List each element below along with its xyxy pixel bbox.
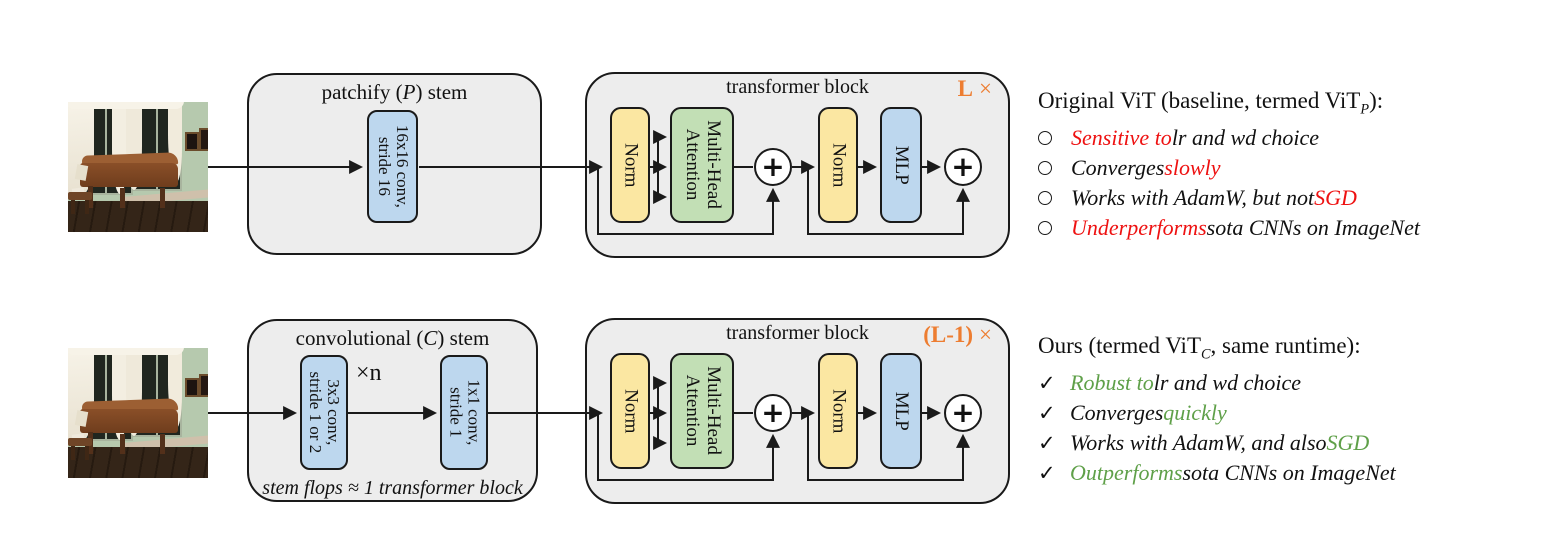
list-item: Underperforms sota CNNs on ImageNet — [1038, 213, 1420, 243]
list-item: Converges slowly — [1038, 153, 1420, 183]
multi-head-attention-box: Multi-Head Attention — [670, 353, 734, 469]
conv-label-line: stride 1 — [446, 387, 466, 438]
residual-add-circle: + — [944, 394, 982, 432]
conv-label-line: 16x16 conv, — [392, 125, 412, 208]
conv-3x3-box: 3x3 conv, stride 1 or 2 — [300, 355, 348, 470]
row2-notes-header: Ours (termed ViTC, same runtime): — [1038, 333, 1361, 363]
photo-piano-leg — [120, 434, 125, 454]
norm-box: Norm — [818, 107, 858, 223]
mha-label-line: Attention — [682, 375, 703, 447]
conv-repeat-label: ×n — [356, 360, 382, 386]
check-mark-icon: ✓ — [1038, 460, 1056, 485]
list-item: Sensitive to lr and wd choice — [1038, 123, 1420, 153]
circle-bullet-icon — [1038, 131, 1052, 145]
photo-stool-leg — [71, 446, 75, 460]
photo-picture-frame — [199, 128, 208, 151]
circle-bullet-icon — [1038, 161, 1052, 175]
row1-notes-list: Sensitive to lr and wd choice Converges … — [1038, 123, 1420, 243]
list-item: ✓ Works with AdamW, and also SGD — [1038, 430, 1370, 455]
conv-label-line: 3x3 conv, — [324, 379, 344, 446]
convolutional-stem-title: convolutional (C) stem — [295, 326, 490, 350]
photo-stool-leg — [71, 200, 75, 214]
conv-label-line: stride 1 or 2 — [306, 371, 325, 454]
norm-box: Norm — [818, 353, 858, 469]
row1-notes-header: Original ViT (baseline, termed ViTP): — [1038, 88, 1384, 118]
transformer-block-title: transformer block — [726, 322, 869, 344]
residual-skip-line — [807, 413, 970, 481]
photo-stool-leg — [85, 446, 89, 460]
list-item: ✓ Robust to lr and wd choice — [1038, 370, 1301, 395]
residual-add-circle: + — [754, 148, 792, 186]
input-image-room-piano — [68, 102, 208, 232]
circle-bullet-icon — [1038, 191, 1052, 205]
row2-notes-list: ✓ Robust to lr and wd choice ✓ Converges… — [1038, 368, 1396, 488]
norm-box: Norm — [610, 107, 650, 223]
residual-skip-line — [597, 167, 780, 235]
mha-label-line: Attention — [682, 129, 703, 201]
patchify-stem-title: patchify (P) stem — [321, 80, 468, 104]
input-image-room-piano — [68, 348, 208, 478]
conv-1x1-box: 1x1 conv, stride 1 — [440, 355, 488, 470]
attention-fan-line — [650, 383, 659, 443]
conv-label-line: 1x1 conv, — [464, 379, 484, 446]
list-item: ✓ Converges quickly — [1038, 400, 1227, 425]
photo-picture-frame — [185, 378, 199, 397]
photo-valance — [68, 348, 184, 355]
residual-skip-line — [597, 413, 780, 481]
photo-piano-body — [80, 409, 178, 433]
photo-piano-leg — [160, 434, 165, 454]
circle-bullet-icon — [1038, 221, 1052, 235]
conv-16x16-box: 16x16 conv, stride 16 — [367, 110, 418, 223]
residual-add-circle: + — [754, 394, 792, 432]
attention-fan-line — [650, 137, 659, 197]
photo-stool-leg — [85, 200, 89, 214]
check-mark-icon: ✓ — [1038, 430, 1056, 455]
mha-label-line: Multi-Head — [702, 366, 724, 456]
check-mark-icon: ✓ — [1038, 400, 1056, 425]
photo-piano-leg — [160, 188, 165, 208]
check-mark-icon: ✓ — [1038, 370, 1056, 395]
transformer-block-title: transformer block — [726, 76, 869, 98]
list-item: ✓ Outperforms sota CNNs on ImageNet — [1038, 460, 1396, 485]
photo-picture-frame — [185, 132, 199, 151]
photo-picture-frame — [199, 374, 208, 397]
mha-label-line: Multi-Head — [702, 120, 724, 210]
repeat-count-label: L× — [957, 76, 992, 101]
photo-piano-leg — [120, 188, 125, 208]
mlp-box: MLP — [880, 353, 922, 469]
photo-valance — [68, 102, 184, 109]
residual-skip-line — [807, 167, 970, 235]
photo-stool — [68, 192, 92, 200]
list-item: Works with AdamW, but not SGD — [1038, 183, 1420, 213]
multi-head-attention-box: Multi-Head Attention — [670, 107, 734, 223]
conv-label-line: stride 16 — [374, 136, 394, 197]
stem-flops-note: stem flops ≈ 1 transformer block — [262, 477, 523, 499]
photo-stool — [68, 438, 92, 446]
repeat-count-label: (L-1)× — [923, 322, 992, 347]
mlp-box: MLP — [880, 107, 922, 223]
norm-box: Norm — [610, 353, 650, 469]
photo-piano-body — [80, 163, 178, 187]
residual-add-circle: + — [944, 148, 982, 186]
